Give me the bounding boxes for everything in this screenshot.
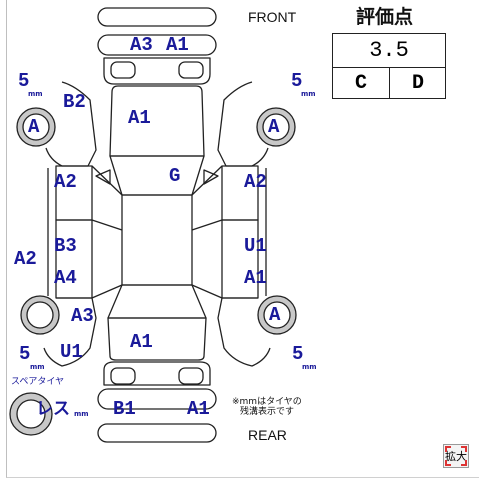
damage-left-side-panel: A2 [14,248,37,270]
right-front-fender [217,81,269,167]
tire-rear-left-depth: 5 [19,343,31,365]
zoom-button-label: 拡大 [445,450,467,463]
tire-rear-right-grade: A [269,304,281,326]
diagram-frame [6,0,479,478]
exterior-grade: D [411,71,424,95]
score-table: 3.5 C D [332,33,446,99]
left-mirror [95,169,111,185]
front-bumper-lower [97,34,217,56]
rear-light-left [110,367,136,385]
damage-left-rear-quarter: U1 [60,341,83,363]
damage-left-front-door: A2 [54,171,77,193]
windshield [109,155,205,196]
front-grille-right [178,61,204,79]
damage-trunk: A1 [130,331,153,353]
rear-window [107,284,207,319]
spare-tire-label: スペアタイヤ [11,377,65,387]
trunk-panel [107,317,207,361]
damage-left-rear-door-lower: A4 [54,267,77,289]
zoom-corner-icon [445,446,451,452]
score-title: 評価点 [356,6,414,28]
right-mirror [203,169,219,185]
damage-left-rear-door-upper: B3 [54,235,77,257]
damage-front-left-corner: B2 [63,91,86,113]
tire-front-right-grade: A [268,116,280,138]
damage-left-rear-fender: A3 [71,305,94,327]
damage-right-rear-door-upper: U1 [244,235,267,257]
right-c-pillar [191,284,223,299]
left-rear-quarter [43,297,97,367]
tire-rear-left-unit: mm [30,363,45,371]
damage-rear-bumper-right: A1 [187,398,210,420]
left-front-fender [45,81,97,167]
rear-light-right [178,367,204,385]
damage-hood: A1 [128,107,151,129]
damage-right-front-door: A2 [244,171,267,193]
tire-front-left-unit: mm [28,90,43,98]
tread-note-line2: 残溝表示です [240,407,295,417]
damage-front-bumper-right: A1 [166,34,189,56]
tire-front-left-depth: 5 [18,70,30,92]
rear-grille-outline [103,361,211,386]
zoom-corner-icon [445,460,451,466]
tire-front-right-depth: 5 [291,70,303,92]
rear-bumper-upper [97,388,217,410]
tire-front-left-grade: A [28,116,40,138]
left-c-pillar [91,284,123,299]
front-label: FRONT [248,9,297,25]
front-grille-outline [103,57,211,85]
right-a-pillar [191,165,223,196]
left-b-pillar [91,219,123,231]
front-bumper-upper [97,7,217,27]
damage-rear-bumper-left: B1 [113,398,136,420]
tire-front-right-unit: mm [301,90,316,98]
damage-roof: G [169,165,181,187]
zoom-corner-icon [461,460,467,466]
hood-panel [109,85,205,157]
rear-bumper-lower [97,423,217,443]
right-rear-quarter [217,297,271,367]
interior-grade: C [333,67,390,99]
spare-tire-unit: mm [74,410,89,418]
overall-score: 3.5 [333,34,445,68]
tire-rear-right-unit: mm [302,363,317,371]
front-grille-left [110,61,136,79]
tire-rear-right-depth: 5 [292,343,304,365]
zoom-button[interactable]: 拡大 [443,444,469,468]
zoom-corner-icon [461,446,467,452]
spare-tire-value: レス [36,399,70,419]
rear-label: REAR [248,427,287,443]
damage-front-bumper-left: A3 [130,34,153,56]
left-a-pillar [91,165,123,196]
roof-panel [121,194,193,286]
tread-note-line1: ※mmはタイヤの [232,397,302,407]
damage-right-rear-door-lower: A1 [244,267,267,289]
right-b-pillar [191,219,223,231]
